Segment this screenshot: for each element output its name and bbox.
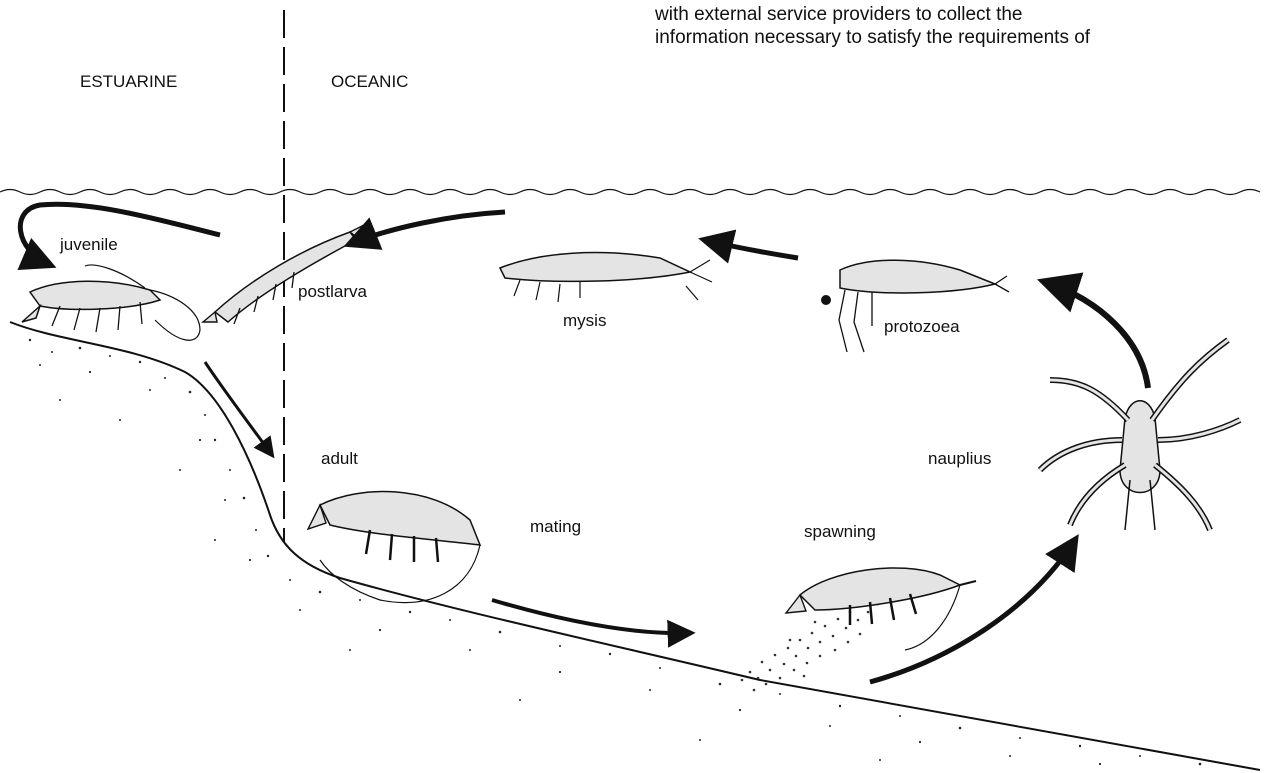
protozoea-larva (821, 260, 1009, 352)
zone-label-oceanic: OCEANIC (331, 73, 408, 90)
cropped-text-note: with external service providers to colle… (655, 3, 1265, 49)
note-line-2: information necessary to satisfy the req… (655, 26, 1265, 49)
stage-label-adult: adult (321, 450, 358, 467)
nauplius-larva (1040, 340, 1240, 530)
note-line-1: with external service providers to colle… (655, 3, 1265, 26)
stage-label-protozoea: protozoea (884, 318, 960, 335)
zone-label-estuarine: ESTUARINE (80, 73, 177, 90)
arrow-to-juvenile (20, 204, 220, 265)
juvenile-shrimp (22, 265, 200, 340)
stage-label-mysis: mysis (563, 312, 606, 329)
stage-label-juvenile: juvenile (60, 236, 118, 253)
arrow-to-protozoea (1045, 282, 1148, 388)
arrow-to-postlarva (350, 212, 505, 244)
postlarva-shrimp (203, 226, 362, 324)
water-surface (0, 190, 1260, 195)
mysis-larva (500, 253, 712, 302)
arrow-to-nauplius (870, 540, 1075, 682)
stage-label-nauplius: nauplius (928, 450, 991, 467)
stage-label-postlarva: postlarva (298, 283, 367, 300)
spawning-shrimp (786, 568, 976, 650)
egg-cloud (741, 595, 880, 692)
stage-label-spawning: spawning (804, 523, 876, 540)
stage-label-mating: mating (530, 518, 581, 535)
arrow-to-mysis (705, 240, 798, 258)
